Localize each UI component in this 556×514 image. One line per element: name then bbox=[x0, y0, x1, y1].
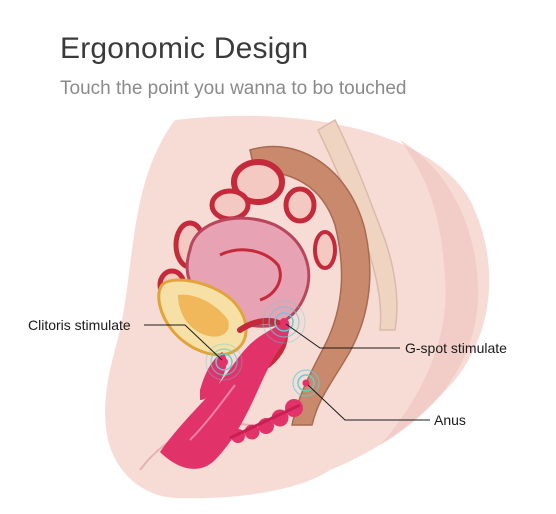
pulse-gspot bbox=[262, 300, 306, 344]
pulse-clitoris bbox=[205, 343, 243, 381]
page-subtitle: Touch the point you wanna to bo touched bbox=[60, 78, 407, 99]
page-title: Ergonomic Design bbox=[60, 32, 309, 65]
device bbox=[160, 320, 303, 469]
leader-gspot bbox=[285, 323, 400, 349]
body-shading bbox=[380, 140, 479, 445]
anal-beads bbox=[229, 399, 303, 443]
leader-clitoris bbox=[144, 324, 223, 361]
label-anus: Anus bbox=[434, 412, 466, 428]
pulse-anus bbox=[292, 369, 320, 397]
uterus-cavity bbox=[219, 248, 282, 302]
device-arm bbox=[200, 352, 227, 400]
rectum bbox=[249, 145, 371, 426]
bladder-inner bbox=[178, 294, 229, 337]
intestine-loop bbox=[313, 230, 337, 270]
device-body bbox=[160, 320, 290, 469]
intestine-loop bbox=[283, 186, 317, 224]
intestine-loop bbox=[209, 188, 251, 222]
device-highlight bbox=[189, 384, 236, 441]
intestine-loop bbox=[231, 159, 285, 205]
leader-anus bbox=[307, 384, 430, 421]
label-clitoris: Clitoris stimulate bbox=[28, 317, 131, 333]
label-gspot: G-spot stimulate bbox=[405, 340, 507, 356]
